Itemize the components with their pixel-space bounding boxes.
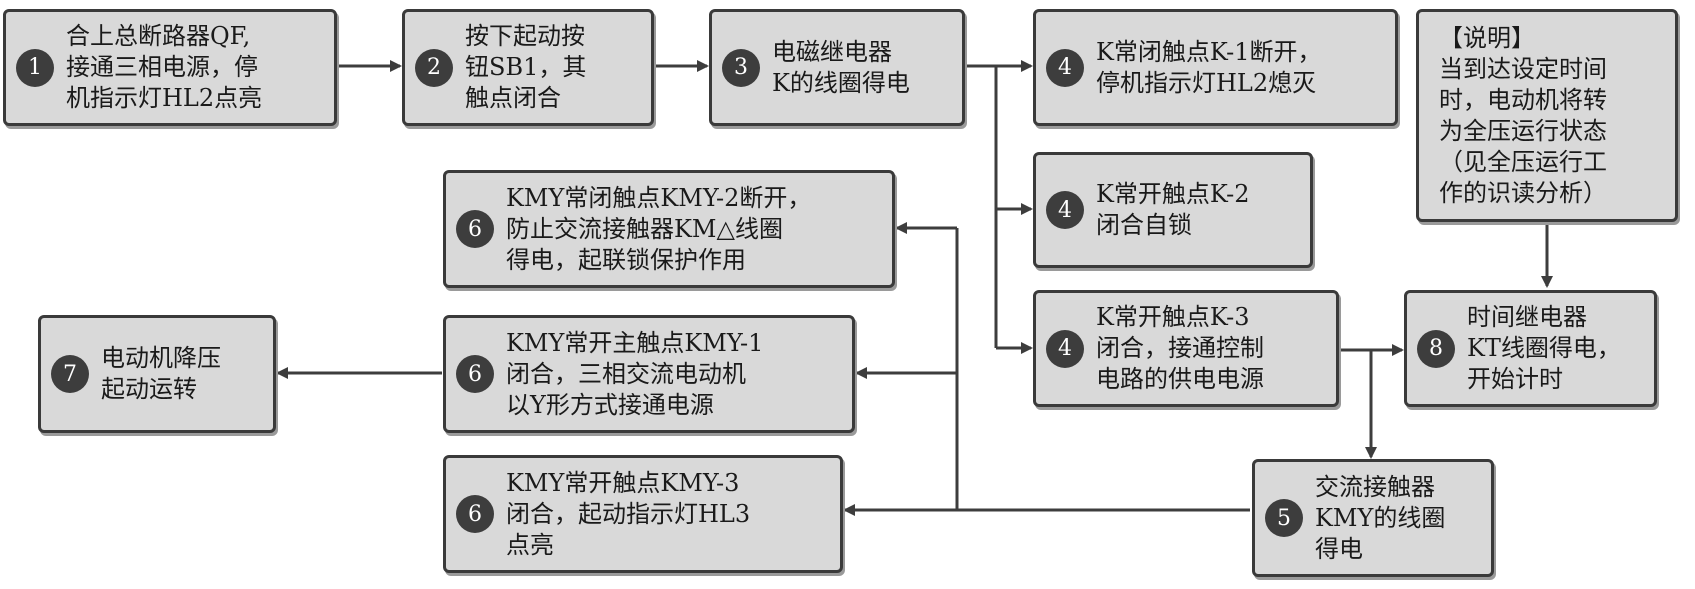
step-6b-box: 6 KMY常开主触点KMY-1 闭合，三相交流电动机 以Y形方式接通电源 [443, 315, 855, 433]
note-box: 【说明】 当到达设定时间 时，电动机将转 为全压运行状态 （见全压运行工 作的识… [1416, 9, 1678, 222]
text-line: 交流接触器 [1315, 472, 1435, 501]
text-line: 闭合，三相交流电动机 [506, 359, 746, 388]
text-line: 时，电动机将转 [1439, 85, 1607, 114]
step-1-box: 1 合上总断路器QF, 接通三相电源，停 机指示灯HL2点亮 [3, 9, 337, 126]
step-4c-box: 4 K常开触点K-3 闭合，接通控制 电路的供电电源 [1033, 290, 1339, 407]
text-line: 合上总断路器QF, [66, 22, 251, 50]
step-badge: 4 [1046, 329, 1084, 368]
text-line: 防止交流接触器KM△线圈 [506, 214, 783, 243]
step-text: 时间继电器 KT线圈得电， 开始计时 [1467, 302, 1621, 395]
text-line: 时间继电器 [1467, 303, 1587, 331]
step-7-box: 7 电动机降压 起动运转 [38, 315, 276, 433]
note-text: 【说明】 当到达设定时间 时，电动机将转 为全压运行状态 （见全压运行工 作的识… [1419, 23, 1607, 209]
text-line: 闭合，起动指示灯HL3 [506, 499, 751, 528]
step-badge: 8 [1417, 329, 1455, 368]
text-line: 闭合，接通控制 [1096, 334, 1264, 362]
text-line: 电磁继电器 [772, 37, 892, 66]
text-line: 按下起动按 [465, 22, 585, 50]
step-text: K常闭触点K-1断开， 停机指示灯HL2熄灭 [1096, 37, 1322, 99]
step-4b-box: 4 K常开触点K-2 闭合自锁 [1033, 152, 1313, 268]
text-line: 开始计时 [1467, 365, 1563, 393]
step-text: 合上总断路器QF, 接通三相电源，停 机指示灯HL2点亮 [66, 21, 262, 114]
step-text: 按下起动按 钮SB1，其 触点闭合 [465, 21, 586, 114]
step-text: KMY常开主触点KMY-1 闭合，三相交流电动机 以Y形方式接通电源 [506, 328, 763, 421]
step-6a-box: 6 KMY常闭触点KMY-2断开， 防止交流接触器KM△线圈 得电，起联锁保护作… [443, 170, 895, 288]
text-line: KMY常闭触点KMY-2断开， [506, 183, 812, 212]
text-line: KT线圈得电， [1467, 334, 1621, 362]
text-line: 接通三相电源，停 [66, 53, 258, 81]
text-line: 电动机降压 [101, 344, 221, 372]
text-line: 起动运转 [101, 375, 197, 403]
text-line: KMY常开主触点KMY-1 [506, 328, 764, 357]
step-8-box: 8 时间继电器 KT线圈得电， 开始计时 [1404, 290, 1657, 407]
text-line: 触点闭合 [465, 84, 561, 112]
step-badge: 3 [722, 48, 760, 87]
text-line: 闭合自锁 [1096, 211, 1192, 239]
step-text: K常开触点K-2 闭合自锁 [1096, 179, 1250, 241]
text-line: K常开触点K-3 [1096, 303, 1250, 331]
text-line: 停机指示灯HL2熄灭 [1096, 68, 1317, 97]
text-line: 机指示灯HL2点亮 [66, 84, 263, 112]
step-4a-box: 4 K常闭触点K-1断开， 停机指示灯HL2熄灭 [1033, 9, 1398, 126]
text-line: 电路的供电电源 [1096, 365, 1264, 393]
step-badge: 5 [1265, 499, 1303, 537]
step-badge: 7 [51, 355, 89, 393]
step-text: 电磁继电器 K的线圈得电 [772, 37, 910, 99]
step-badge: 1 [16, 48, 54, 87]
step-text: KMY常闭触点KMY-2断开， 防止交流接触器KM△线圈 得电，起联锁保护作用 [506, 183, 811, 276]
text-line: KMY常开触点KMY-3 [506, 468, 740, 497]
step-badge: 6 [456, 210, 494, 248]
step-badge: 4 [1046, 48, 1084, 87]
step-6c-box: 6 KMY常开触点KMY-3 闭合，起动指示灯HL3 点亮 [443, 455, 843, 573]
text-line: 作的识读分析） [1439, 178, 1607, 207]
step-5-box: 5 交流接触器 KMY的线圈 得电 [1252, 459, 1494, 577]
text-line: K常闭触点K-1断开， [1096, 37, 1322, 66]
text-line: 点亮 [506, 530, 554, 559]
step-text: KMY常开触点KMY-3 闭合，起动指示灯HL3 点亮 [506, 468, 750, 561]
step-text: 交流接触器 KMY的线圈 得电 [1315, 472, 1445, 565]
text-line: 当到达设定时间 [1439, 54, 1607, 83]
step-text: 电动机降压 起动运转 [101, 343, 221, 405]
text-line: K的线圈得电 [772, 68, 910, 97]
text-line: K常开触点K-2 [1096, 180, 1250, 208]
step-badge: 6 [456, 355, 494, 393]
text-line: 为全压运行状态 [1439, 116, 1607, 145]
text-line: 得电，起联锁保护作用 [506, 245, 746, 274]
text-line: （见全压运行工 [1439, 147, 1607, 176]
text-line: 得电 [1315, 534, 1363, 563]
text-line: 钮SB1，其 [465, 53, 587, 81]
step-badge: 6 [456, 495, 494, 533]
text-line: KMY的线圈 [1315, 503, 1446, 532]
step-3-box: 3 电磁继电器 K的线圈得电 [709, 9, 965, 126]
note-title: 【说明】 [1439, 23, 1535, 52]
step-badge: 2 [415, 48, 453, 87]
step-text: K常开触点K-3 闭合，接通控制 电路的供电电源 [1096, 302, 1264, 395]
text-line: 以Y形方式接通电源 [506, 390, 714, 419]
step-badge: 4 [1046, 191, 1084, 229]
step-2-box: 2 按下起动按 钮SB1，其 触点闭合 [402, 9, 654, 126]
